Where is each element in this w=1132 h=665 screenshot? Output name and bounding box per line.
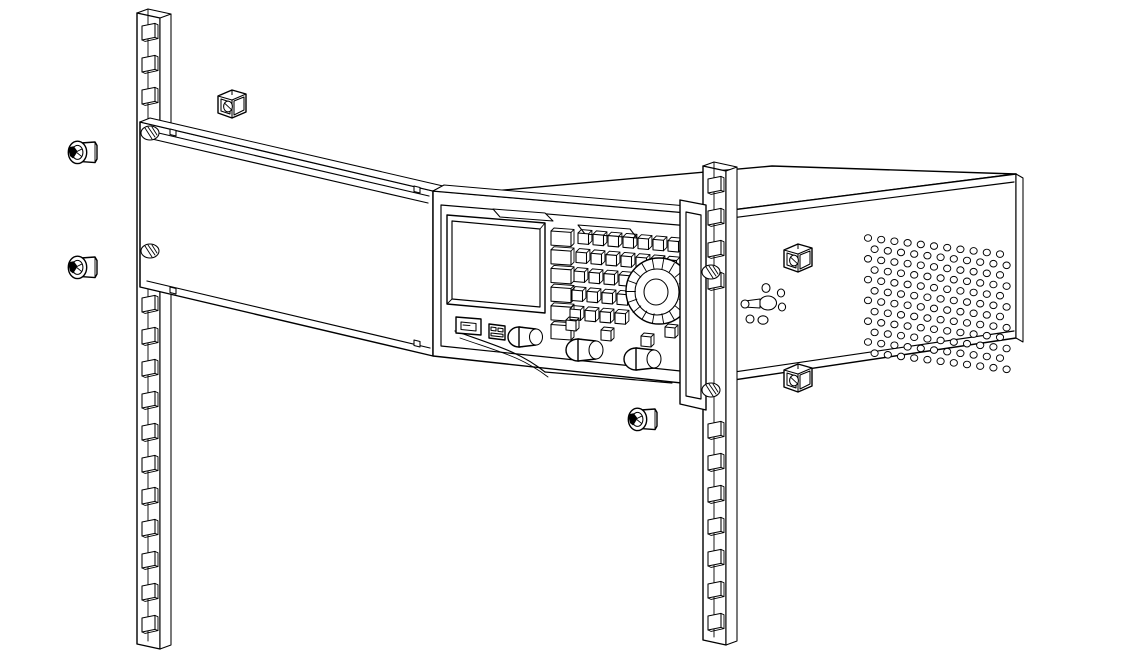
power-button — [488, 323, 506, 341]
softkey-column — [550, 227, 575, 341]
usb-port — [455, 316, 482, 336]
thumbscrew-lower-right — [627, 407, 658, 432]
clip-nut-lower-right — [783, 363, 813, 393]
thumbscrew-upper-left — [67, 140, 98, 165]
bnc-connector-3 — [507, 326, 544, 348]
rack-mount-flange — [139, 117, 444, 357]
right-ear-screw-boss-lower — [701, 382, 721, 398]
thumbscrew-lower-left — [67, 255, 98, 280]
front-panel-display — [446, 214, 546, 314]
front-panel — [432, 184, 717, 386]
left-rack-rail — [136, 8, 172, 650]
flange-screw-boss-upper — [140, 125, 160, 141]
bnc-connector-2 — [623, 347, 662, 371]
clip-nut-upper-right — [783, 243, 813, 273]
rotary-knob — [625, 257, 693, 325]
bnc-connector-1 — [565, 338, 604, 362]
right-rack-ear — [679, 199, 721, 411]
vent-grille — [863, 234, 1011, 374]
right-ear-screw-boss-upper — [701, 264, 721, 280]
bnc-connectors — [507, 326, 662, 371]
clip-nut-upper-left — [217, 89, 247, 119]
flange-screw-boss-lower — [140, 243, 160, 259]
right-rack-rail — [702, 161, 738, 646]
keyhole-slot-pattern — [740, 283, 787, 325]
